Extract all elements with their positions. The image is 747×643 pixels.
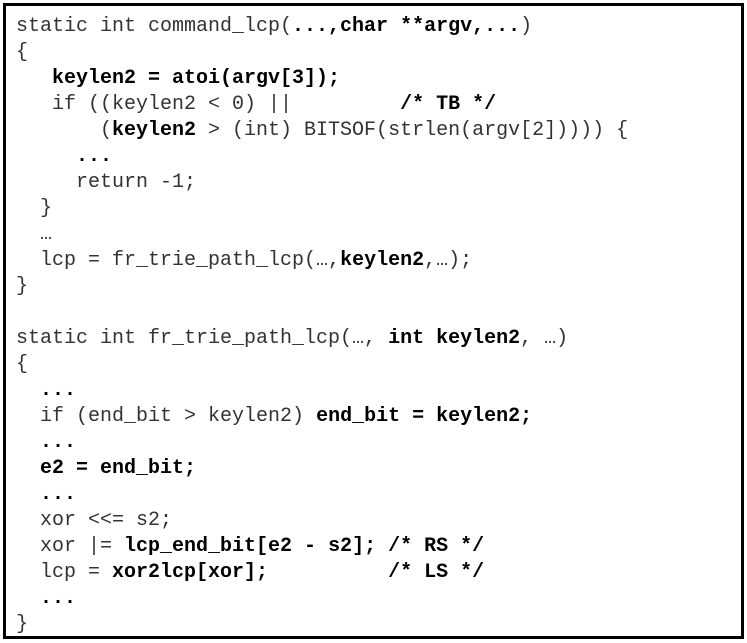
code-token: static int command_lcp(	[16, 15, 293, 38]
code-token: ,…);	[424, 249, 473, 272]
code-line: …	[16, 222, 628, 248]
code-line: ...	[16, 144, 628, 170]
code-token-bold: keylen2	[340, 249, 425, 272]
code-line: xor <<= s2;	[16, 508, 628, 534]
code-line: ...	[16, 378, 628, 404]
code-line: }	[16, 196, 628, 222]
code-line: {	[16, 40, 628, 66]
code-token: }	[16, 275, 29, 298]
code-token-bold: /* TB */	[400, 93, 497, 116]
code-token	[16, 457, 40, 480]
code-token: …	[16, 223, 53, 246]
code-token-bold: xor2lcp[xor];	[112, 561, 269, 584]
code-token-bold: ...,char **argv,...	[292, 15, 521, 38]
code-token	[268, 561, 388, 584]
code-token-bold: ...	[40, 431, 77, 454]
code-line: }	[16, 274, 628, 300]
code-token: {	[16, 41, 29, 64]
code-token-bold: lcp_end_bit[e2 - s2]; /* RS */	[124, 535, 485, 558]
code-listing: static int command_lcp(...,char **argv,.…	[16, 14, 628, 638]
code-token: xor |=	[16, 535, 125, 558]
code-token-bold: ...	[40, 379, 77, 402]
code-token: (	[16, 119, 113, 142]
code-line	[16, 300, 628, 326]
code-listing-frame: static int command_lcp(...,char **argv,.…	[3, 3, 744, 639]
code-line: static int command_lcp(...,char **argv,.…	[16, 14, 628, 40]
code-token: , …)	[520, 327, 569, 350]
code-token-bold: ...	[76, 145, 113, 168]
code-line: ...	[16, 430, 628, 456]
code-line: e2 = end_bit;	[16, 456, 628, 482]
code-token: return -1;	[16, 171, 197, 194]
code-token	[16, 67, 52, 90]
code-token-bold: ...	[40, 483, 77, 506]
code-token-bold: end_bit = keylen2;	[316, 405, 533, 428]
code-token	[16, 145, 76, 168]
code-token-bold: keylen2 = atoi(argv[3]);	[52, 67, 341, 90]
code-line: lcp = fr_trie_path_lcp(…,keylen2,…);	[16, 248, 628, 274]
code-line: keylen2 = atoi(argv[3]);	[16, 66, 628, 92]
code-line: static int fr_trie_path_lcp(…, int keyle…	[16, 326, 628, 352]
code-token: }	[16, 613, 29, 636]
code-token: static int fr_trie_path_lcp(…,	[16, 327, 389, 350]
code-token-bold: keylen2	[112, 119, 197, 142]
code-line: }	[16, 612, 628, 638]
code-token: > (int) BITSOF(strlen(argv[2])))) {	[196, 119, 629, 142]
code-token: if ((keylen2 < 0) ||	[16, 93, 401, 116]
code-line: ...	[16, 586, 628, 612]
code-token: {	[16, 353, 29, 376]
code-token: lcp = fr_trie_path_lcp(…,	[16, 249, 341, 272]
code-line: if ((keylen2 < 0) || /* TB */	[16, 92, 628, 118]
code-token: if (end_bit > keylen2)	[16, 405, 317, 428]
code-token	[16, 587, 40, 610]
code-token	[16, 483, 40, 506]
code-line: ...	[16, 482, 628, 508]
code-token: xor <<= s2;	[16, 509, 173, 532]
code-token-bold: ...	[40, 587, 77, 610]
code-line: lcp = xor2lcp[xor]; /* LS */	[16, 560, 628, 586]
code-token: lcp =	[16, 561, 113, 584]
code-token-bold: e2 = end_bit;	[40, 457, 197, 480]
code-line: return -1;	[16, 170, 628, 196]
code-token-bold: /* LS */	[388, 561, 485, 584]
code-token	[16, 431, 40, 454]
code-token: )	[520, 15, 533, 38]
code-token-bold: int keylen2	[388, 327, 521, 350]
code-token: }	[16, 197, 53, 220]
code-line: xor |= lcp_end_bit[e2 - s2]; /* RS */	[16, 534, 628, 560]
code-line: (keylen2 > (int) BITSOF(strlen(argv[2]))…	[16, 118, 628, 144]
code-token	[16, 379, 40, 402]
code-line: if (end_bit > keylen2) end_bit = keylen2…	[16, 404, 628, 430]
code-line: {	[16, 352, 628, 378]
